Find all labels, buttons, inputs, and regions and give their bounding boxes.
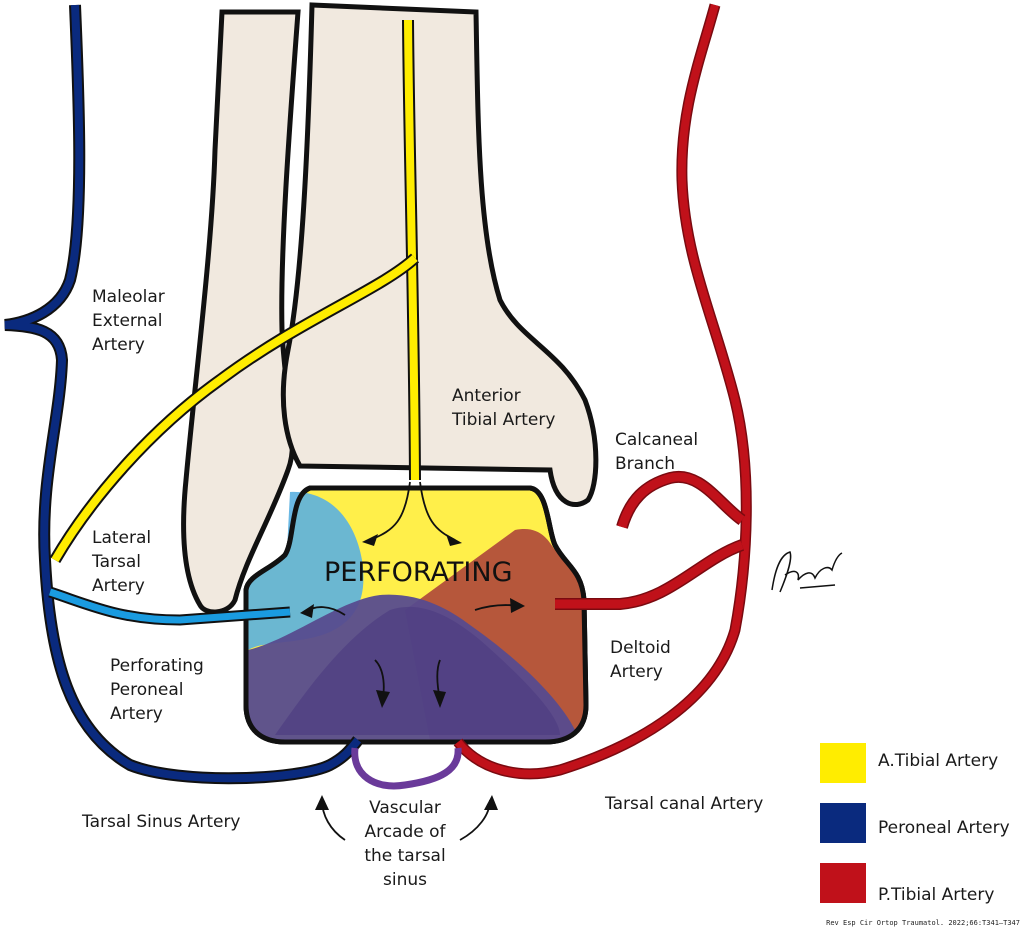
label-calcaneal-branch: Calcaneal Branch	[615, 430, 699, 474]
anterior-tibial-artery	[49, 19, 421, 564]
artist-signature	[771, 551, 843, 593]
citation: Rev Esp Cir Ortop Traumatol. 2022;66:T34…	[826, 919, 1020, 927]
fibula-bone	[181, 9, 301, 615]
label-anterior-tibial-artery: Anterior Tibial Artery	[452, 386, 556, 430]
legend-label: Peroneal Artery	[878, 818, 1010, 838]
label-perforating-peroneal-artery: Perforating Peroneal Artery	[110, 656, 204, 724]
legend-label: A.Tibial Artery	[878, 751, 999, 771]
legend-swatch-anterior-tibial	[820, 743, 866, 783]
legend-swatch-peroneal	[820, 803, 866, 843]
label-maleolar-external-artery: Maleolar External Artery	[92, 287, 165, 355]
tibia-bone	[280, 2, 599, 507]
legend-label: P.Tibial Artery	[878, 885, 995, 905]
label-deltoid-artery: Deltoid Artery	[610, 638, 671, 682]
label-tarsal-canal-artery: Tarsal canal Artery	[605, 794, 764, 814]
talus-perforating-zone	[243, 485, 589, 745]
label-tarsal-sinus-artery: Tarsal Sinus Artery	[82, 812, 241, 832]
arrow-heads	[300, 534, 525, 810]
peroneal-artery	[4, 4, 363, 785]
label-perforating: PERFORATING	[324, 557, 513, 588]
posterior-tibial-artery	[453, 3, 752, 780]
legend-swatch-posterior-tibial	[820, 863, 866, 903]
label-vascular-arcade: Vascular Arcade of the tarsal sinus	[364, 798, 446, 890]
label-lateral-tarsal-artery: Lateral Tarsal Artery	[92, 528, 152, 596]
vascular-arcade-vessel	[351, 747, 462, 790]
